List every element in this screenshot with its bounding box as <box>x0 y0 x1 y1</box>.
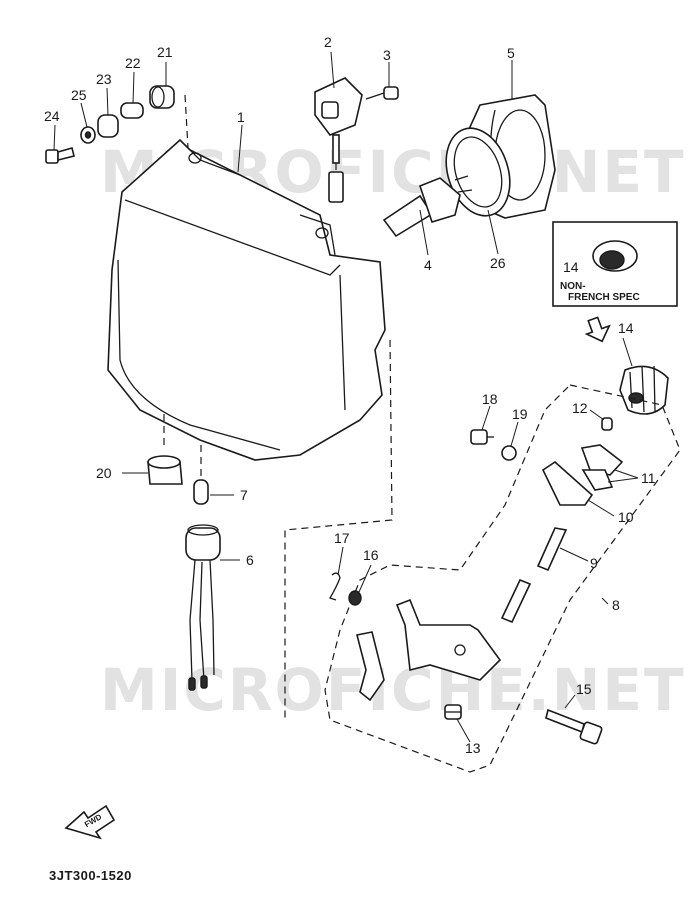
callout-16: 16 <box>363 547 379 563</box>
part-6-socket <box>185 524 221 691</box>
inset-arrow <box>584 316 611 343</box>
part-16-washer <box>348 590 362 606</box>
forward-arrow: FWD <box>64 804 116 840</box>
callout-20: 20 <box>96 465 112 481</box>
part-10-bracket <box>541 460 594 506</box>
watermark-bottom: MICROFICHE.NET <box>100 656 686 724</box>
callout-7: 7 <box>240 487 248 503</box>
assembly-outline <box>324 384 681 773</box>
part-15-bolt <box>545 708 603 745</box>
part-19-washer <box>501 445 517 461</box>
callout-24: 24 <box>44 108 60 124</box>
part-21-grommet <box>149 85 175 109</box>
part-12-screw <box>601 417 613 431</box>
callout-23: 23 <box>96 71 112 87</box>
leader-lines <box>53 51 639 743</box>
callout-22: 22 <box>125 55 141 71</box>
part-26-ring <box>445 127 511 217</box>
callout-25: 25 <box>71 87 87 103</box>
part-2-adjuster <box>314 77 363 203</box>
callout-3: 3 <box>383 47 391 63</box>
callout-15: 15 <box>576 681 592 697</box>
part-11-clamps <box>580 444 624 491</box>
callout-14: 14 <box>618 320 634 336</box>
callout-1: 1 <box>237 109 245 125</box>
callout-9: 9 <box>590 555 598 571</box>
callout-8: 8 <box>612 597 620 613</box>
callout-13: 13 <box>465 740 481 756</box>
callout-2: 2 <box>324 34 332 50</box>
callout-11: 11 <box>641 470 656 486</box>
part-22-collar <box>120 102 144 119</box>
part-23-spacer <box>97 114 119 138</box>
callout-26: 26 <box>490 255 506 271</box>
part-3-screw <box>365 86 399 100</box>
callout-21: 21 <box>157 44 173 60</box>
callout-17: 17 <box>334 530 350 546</box>
inset-non-french-spec: NON- FRENCH SPEC <box>552 221 678 307</box>
part-9-rod <box>500 527 568 624</box>
callout-14-inset: 14 <box>563 259 579 275</box>
callout-10: 10 <box>618 509 634 525</box>
callout-12: 12 <box>572 400 588 416</box>
inset-caption-2: FRENCH SPEC <box>568 292 640 303</box>
side-plate <box>356 631 385 702</box>
headlight-housing <box>107 138 386 461</box>
callout-6: 6 <box>246 552 254 568</box>
part-7-bulb <box>193 479 209 505</box>
part-24-bolt <box>45 147 75 164</box>
main-bracket <box>395 598 502 681</box>
part-17-clip <box>329 572 341 601</box>
part-13-nut <box>444 704 462 720</box>
part-20-grommet <box>147 455 183 485</box>
callouts: 1 2 3 4 5 6 7 8 9 10 11 12 13 14 14 15 1… <box>44 34 656 756</box>
part-14-knob <box>619 365 669 415</box>
callout-4: 4 <box>424 257 432 273</box>
inset-caption-1: NON- <box>560 281 586 292</box>
callout-19: 19 <box>512 406 528 422</box>
part-4-bulb <box>382 175 473 238</box>
diagram-code: 3JT300-1520 <box>49 868 132 883</box>
part-18-bolt <box>470 429 494 445</box>
callout-5: 5 <box>507 45 515 61</box>
callout-18: 18 <box>482 391 498 407</box>
assembly-link <box>284 339 393 720</box>
part-25-washer <box>80 126 96 144</box>
